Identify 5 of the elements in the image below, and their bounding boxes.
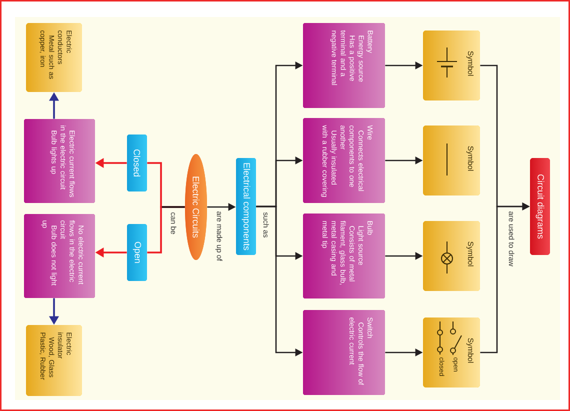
concept-box: Closed bbox=[127, 134, 147, 192]
concept-box: Open bbox=[127, 224, 147, 281]
concept-box: Electrical components bbox=[236, 158, 256, 255]
connector bbox=[162, 206, 185, 208]
concept-box: Circuit diagrams bbox=[530, 158, 550, 255]
